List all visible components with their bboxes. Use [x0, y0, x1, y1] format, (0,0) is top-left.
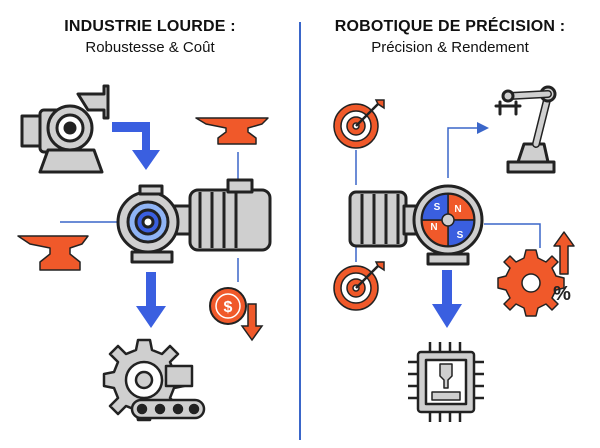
- pole-label-north: N: [454, 204, 461, 215]
- anvil-icon: [17, 235, 89, 271]
- left-panel-heading: INDUSTRIE LOURDE :: [64, 18, 236, 35]
- right-connector-lines: [355, 122, 541, 262]
- pole-label-south: S: [457, 230, 464, 241]
- flow-arrow-pump-to-motor: [112, 122, 160, 170]
- target-icon: [333, 99, 385, 149]
- percent-symbol: %: [553, 283, 571, 305]
- flow-arrow-motor-to-chip: [432, 270, 462, 328]
- right-panel-title: ROBOTIQUE DE PRÉCISION : Précision & Ren…: [300, 18, 600, 56]
- left-panel-title: INDUSTRIE LOURDE : Robustesse & Coût: [0, 18, 300, 56]
- right-panel-heading: ROBOTIQUE DE PRÉCISION :: [334, 18, 566, 35]
- gear-percent-icon: %: [497, 231, 575, 317]
- left-panel-subheading: Robustesse & Coût: [85, 39, 215, 56]
- electric-motor-icon: [116, 178, 272, 264]
- microchip-icon: [408, 342, 484, 422]
- pole-label-south: S: [434, 202, 441, 213]
- electric-motor-icon: [348, 184, 484, 266]
- dollar-symbol: $: [224, 299, 233, 316]
- pump-icon: [20, 84, 110, 174]
- anvil-icon: [195, 117, 269, 145]
- pole-label-north: N: [430, 222, 437, 233]
- right-panel-subheading: Précision & Rendement: [371, 39, 529, 56]
- flow-arrow-motor-to-gear: [136, 272, 166, 328]
- robot-arm-icon: [494, 85, 557, 174]
- magnet-pole-labels: N N S S: [430, 202, 463, 241]
- coin-down-icon: $: [209, 287, 264, 342]
- gear-conveyor-icon: [102, 338, 206, 422]
- target-icon: [333, 261, 385, 311]
- left-connector-lines: [60, 152, 239, 282]
